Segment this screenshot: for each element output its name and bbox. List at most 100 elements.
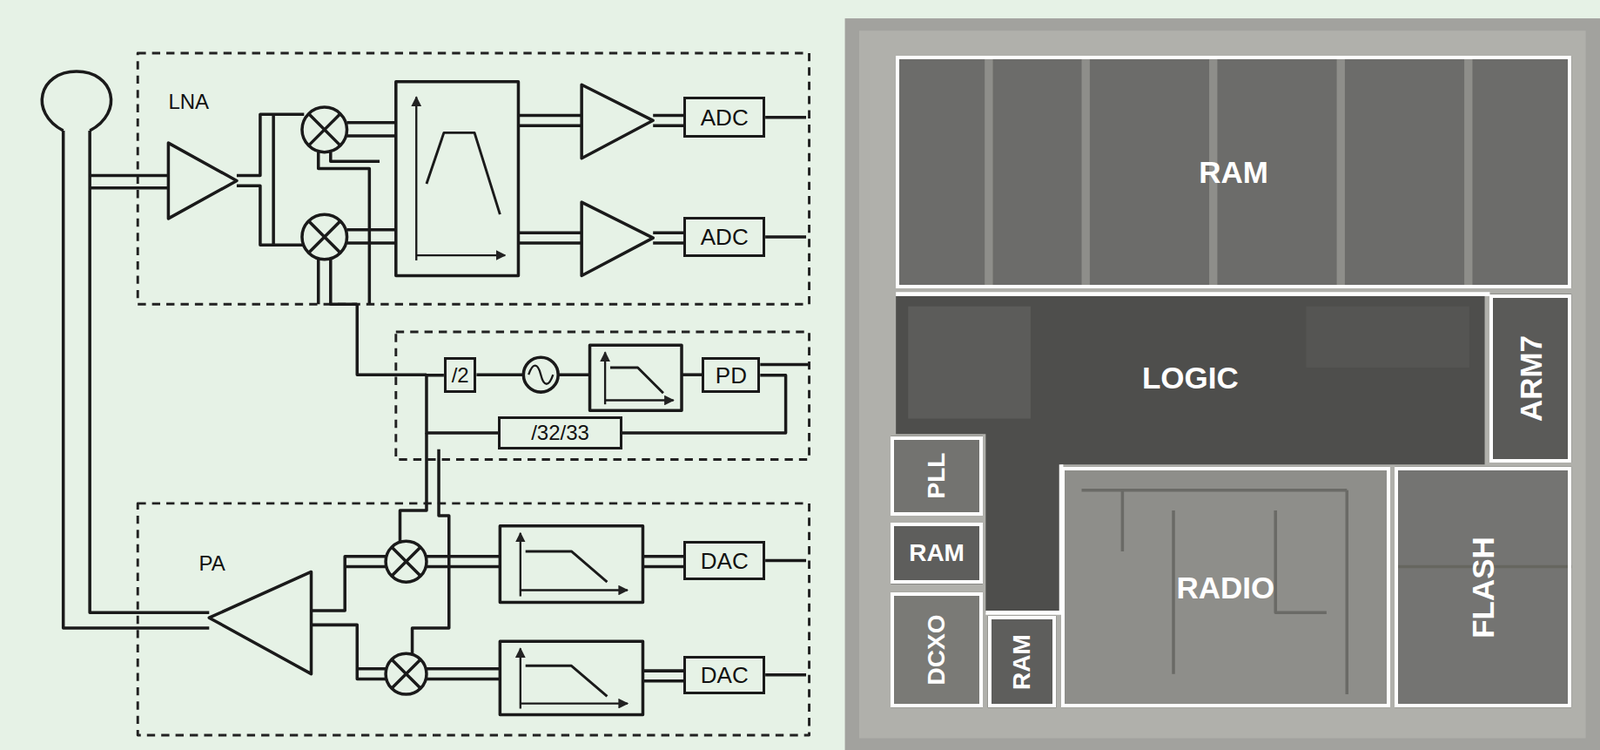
amplifier-symbol <box>581 201 653 276</box>
mixer-input <box>426 556 500 679</box>
lo-wire <box>399 432 426 541</box>
lo-wire <box>318 259 358 305</box>
die-block-label: PLL <box>924 452 949 499</box>
dac-box: DAC <box>683 540 766 580</box>
amplifier-symbol <box>581 84 653 158</box>
loop-filter <box>590 344 682 411</box>
pd-output <box>759 363 809 367</box>
receiver-region <box>137 53 809 304</box>
logic-texture <box>1305 306 1470 368</box>
lowpass-filter <box>499 525 643 603</box>
lowpass-filter <box>499 640 643 714</box>
die-edge <box>859 30 1587 738</box>
lowpass-curve <box>525 665 608 696</box>
filter-axis <box>415 96 417 261</box>
mixer-cross <box>308 220 342 254</box>
logic-outline <box>895 294 1490 613</box>
block-label: DAC <box>700 663 749 686</box>
die-block-label: RADIO <box>1176 571 1275 603</box>
lna-input <box>89 186 169 190</box>
bandpass-filter <box>396 81 519 276</box>
phase-detector-box: PD <box>701 356 760 393</box>
antenna-loop <box>41 71 111 131</box>
dcxo-area <box>890 591 982 707</box>
block-label: PD <box>715 363 747 387</box>
die-block: RAM <box>895 55 1572 288</box>
ram-stripe <box>1082 55 1090 288</box>
divider-output <box>476 372 524 377</box>
ram-stripe <box>1337 55 1345 288</box>
mixer-cross <box>308 113 342 147</box>
die-block-label: DCXO <box>924 614 949 686</box>
antenna-feed <box>89 130 209 612</box>
lna-output <box>236 114 304 175</box>
filter-axis <box>604 351 606 404</box>
filter-axis <box>416 254 505 256</box>
ram-area <box>895 55 1572 288</box>
block-label: DAC <box>700 549 749 572</box>
dac-wire <box>765 560 807 675</box>
lo-wire <box>356 303 427 375</box>
die-block: DCXO <box>890 591 982 707</box>
die-block-label: RAM <box>1009 633 1035 690</box>
lo-wire <box>318 152 370 305</box>
filter-axis <box>520 701 628 704</box>
ram-area <box>988 615 1057 707</box>
lna-output <box>271 114 276 245</box>
adc-input <box>652 114 684 243</box>
lowpass-curve <box>525 551 608 582</box>
die-block-label: RAM <box>1198 156 1269 188</box>
adc-output <box>765 117 807 237</box>
arm7-area <box>1489 294 1572 463</box>
block-label: ADC <box>700 106 749 129</box>
transmitter-region <box>137 503 809 735</box>
oscillator-output <box>557 372 590 377</box>
die-block: RADIO <box>1061 466 1390 708</box>
pa-symbol <box>208 571 311 673</box>
die-block-label: FLASH <box>1467 536 1499 639</box>
die-block-label: LOGIC <box>1142 362 1239 393</box>
ram-stripe <box>1464 55 1473 288</box>
die-block: RAM <box>988 615 1057 707</box>
pa-input <box>344 566 386 669</box>
pa-input <box>311 556 387 611</box>
die-block-label: RAM <box>908 540 965 565</box>
mixer-cross <box>391 546 421 576</box>
block-name: PA <box>199 552 226 574</box>
antenna-feed <box>63 130 210 628</box>
dac-output-wire <box>642 556 684 681</box>
lo-wire <box>330 152 380 162</box>
logic-texture <box>907 306 1031 419</box>
die-block: RAM <box>890 522 982 584</box>
prescaler-box: /32/33 <box>497 416 623 450</box>
mixer-output <box>347 122 397 243</box>
dac-box: DAC <box>683 655 766 695</box>
oscillator-symbol <box>523 356 558 392</box>
mixer-symbol <box>385 652 427 694</box>
mixer-symbol <box>302 214 348 260</box>
adc-box: ADC <box>683 96 766 138</box>
lowpass-curve <box>610 367 664 393</box>
radio-area <box>1061 466 1390 708</box>
block-label: ADC <box>700 225 749 249</box>
bandpass-curve <box>426 132 500 215</box>
adc-box: ADC <box>683 216 766 258</box>
lna-symbol <box>168 142 237 219</box>
die-block-label: ARM7 <box>1515 335 1547 422</box>
synth-region <box>396 331 810 460</box>
divider-box: /2 <box>443 356 478 393</box>
die-block: PLL <box>890 436 982 516</box>
mixer-symbol <box>302 107 348 153</box>
die-photo <box>845 18 1600 750</box>
pa-input <box>311 624 387 679</box>
sine-wave <box>528 365 553 384</box>
block-name: LNA <box>168 91 209 113</box>
filter-axis <box>519 532 522 597</box>
ram-area <box>890 522 982 584</box>
ram-stripe <box>984 55 993 288</box>
die-block: FLASH <box>1394 466 1572 708</box>
